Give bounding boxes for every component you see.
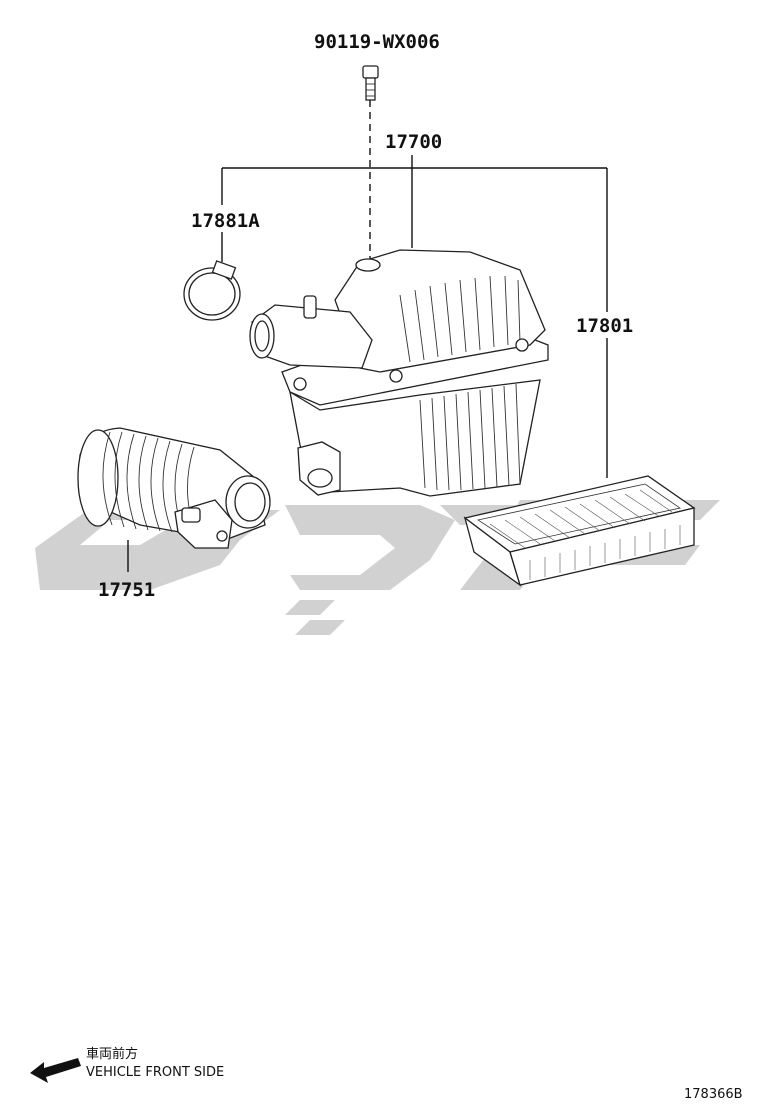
front-direction-arrow xyxy=(30,1058,81,1083)
label-bolt: 90119-WX006 xyxy=(314,31,440,53)
orientation-label-jp: 車両前方 xyxy=(86,1046,138,1062)
clamp-part xyxy=(183,260,241,321)
label-assembly: 17700 xyxy=(385,131,442,153)
diagram-id: 178366B xyxy=(684,1087,743,1102)
intake-hose-part xyxy=(77,427,271,549)
label-element: 17801 xyxy=(576,315,633,337)
label-hose: 17751 xyxy=(98,579,155,601)
filter-element-part xyxy=(463,475,696,587)
air-cleaner-assembly xyxy=(249,249,549,497)
bolt-part xyxy=(362,65,379,101)
label-clamp: 17881A xyxy=(191,210,260,232)
leader-lines xyxy=(127,100,608,572)
orientation-label-en: VEHICLE FRONT SIDE xyxy=(86,1065,224,1080)
